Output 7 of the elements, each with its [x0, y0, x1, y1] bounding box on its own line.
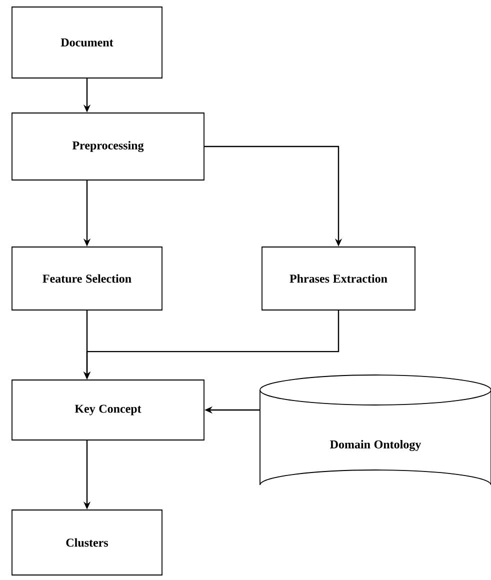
- database-cylinder: Domain Ontology: [260, 374, 491, 486]
- process-box: Key Concept: [12, 380, 204, 440]
- process-box: Document: [12, 6, 162, 78]
- process-box: Clusters: [12, 510, 162, 576]
- process-box: Phrases Extraction: [262, 246, 416, 310]
- process-box: Preprocessing: [12, 112, 204, 180]
- process-box: Feature Selection: [12, 246, 162, 310]
